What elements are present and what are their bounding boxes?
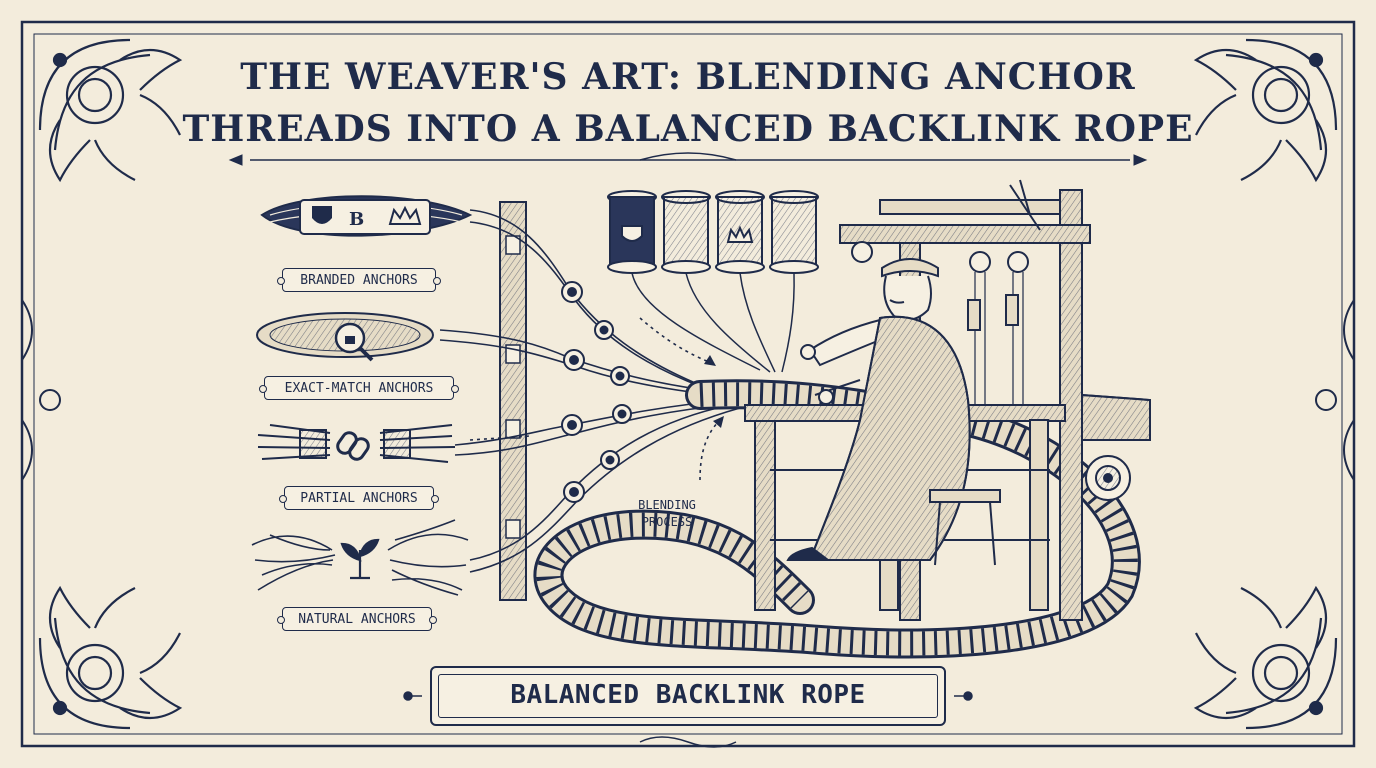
corner-flourish-bottom-left: [40, 588, 180, 728]
brand-b-icon: B: [349, 209, 364, 230]
spool-2: [662, 191, 710, 273]
label-partial-anchors: PARTIAL ANCHORS: [284, 486, 434, 510]
result-plaque: BALANCED BACKLINK ROPE: [430, 666, 946, 726]
blending-process-label: BLENDING PROCESS: [612, 497, 722, 531]
spool-4: [770, 191, 818, 273]
pulleys: [562, 282, 631, 502]
branded-anchor-bundle: B: [262, 196, 470, 235]
label-exact-match-anchors: EXACT-MATCH ANCHORS: [264, 376, 454, 400]
result-label: BALANCED BACKLINK ROPE: [432, 680, 944, 710]
spool-3: [716, 191, 764, 273]
title-divider: [230, 153, 1146, 165]
title-line-1: THE WEAVER'S ART: BLENDING ANCHOR: [0, 56, 1376, 98]
thread-spools: [608, 191, 818, 273]
title-line-2: THREADS INTO A BALANCED BACKLINK ROPE: [0, 108, 1376, 150]
corner-flourish-bottom-right: [1196, 588, 1336, 728]
thread-guide-post: [500, 202, 526, 600]
chain-link-icon: [335, 430, 371, 462]
spool-threads: [632, 273, 794, 372]
natural-anchor-bundle: [252, 520, 468, 595]
spool-1: [608, 191, 656, 273]
crown-icon: [728, 228, 752, 242]
label-natural-anchors: NATURAL ANCHORS: [282, 607, 432, 631]
label-branded-anchors: BRANDED ANCHORS: [282, 268, 436, 292]
shield-icon: [622, 226, 642, 241]
exact-match-anchor-bundle: [257, 313, 433, 360]
partial-anchor-bundle: [258, 425, 455, 462]
sprout-icon: [342, 540, 378, 578]
